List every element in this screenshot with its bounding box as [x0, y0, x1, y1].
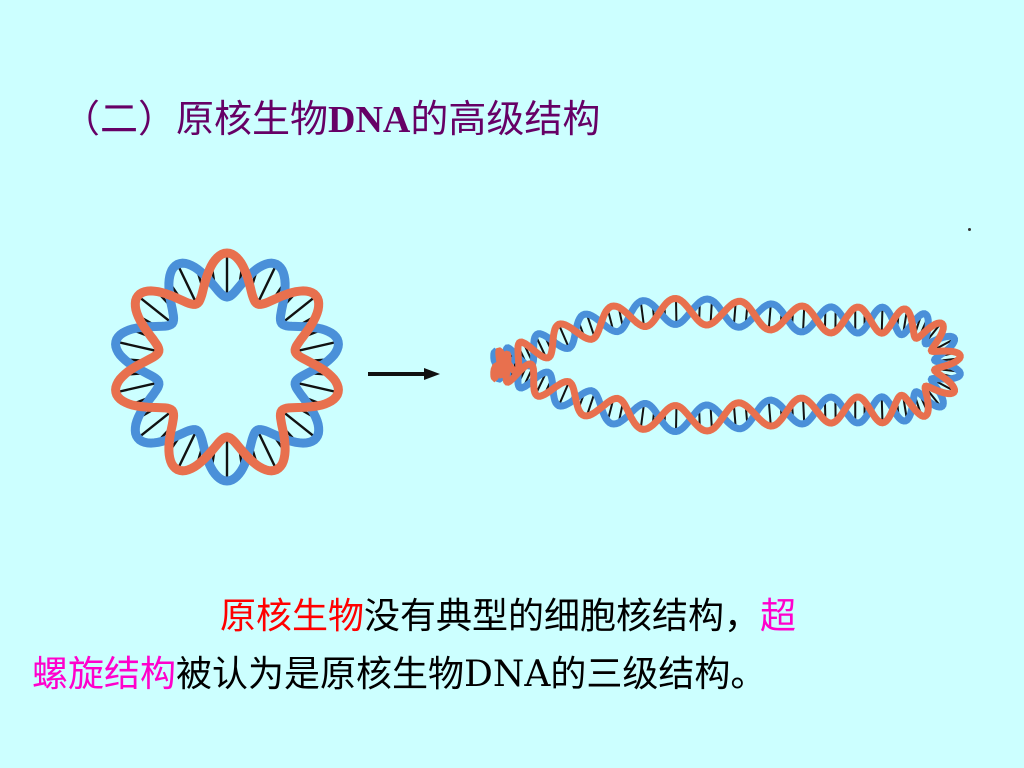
stray-dot: [968, 228, 971, 231]
base-pair: [802, 398, 806, 424]
relaxed-circular-dna-diagram: [111, 248, 343, 486]
arrow-right-icon: [368, 368, 440, 380]
paragraph-text-1: 没有典型的细胞核结构，: [364, 596, 761, 637]
base-pair: [137, 294, 174, 325]
dna-strand-orange: [111, 248, 343, 476]
base-pair: [557, 323, 570, 349]
base-pair: [639, 301, 645, 327]
base-pair: [256, 263, 278, 305]
paragraph-line-2: 螺旋结构被认为是原核生物DNA的三级结构。: [32, 646, 992, 704]
base-pair: [880, 396, 884, 423]
paragraph-line-1: 原核生物没有典型的细胞核结构，超: [32, 588, 992, 646]
base-pair: [880, 307, 884, 334]
base-pair: [767, 303, 772, 330]
base-pair: [767, 400, 772, 427]
title-prefix: （二）原核生物: [62, 97, 329, 141]
title-suffix: 的高级结构: [410, 97, 601, 141]
base-pair: [294, 381, 339, 394]
description-paragraph: 原核生物没有典型的细胞核结构，超 螺旋结构被认为是原核生物DNA的三级结构。: [32, 588, 992, 704]
paragraph-text-2: 被认为是原核生物DNA的三级结构。: [176, 654, 767, 695]
base-pair: [176, 429, 198, 471]
base-pair: [256, 429, 278, 471]
title-dna: DNA: [328, 99, 411, 141]
base-pair: [639, 403, 645, 429]
slide-title: （二）原核生物DNA的高级结构: [62, 88, 600, 143]
base-pair: [557, 381, 570, 407]
base-pair: [280, 409, 317, 440]
base-pair: [115, 381, 160, 394]
term-supercoil-part2: 螺旋结构: [32, 654, 177, 695]
base-pair: [137, 409, 174, 440]
term-supercoil-part1: 超: [760, 596, 797, 637]
dna-strand-orange: [490, 294, 964, 435]
base-pair: [280, 294, 317, 325]
term-prokaryote: 原核生物: [220, 596, 365, 637]
base-pair: [802, 306, 806, 332]
supercoiled-dna-diagram: [490, 294, 964, 436]
base-pair: [294, 340, 339, 353]
base-pair: [176, 263, 198, 305]
base-pair: [115, 340, 160, 353]
